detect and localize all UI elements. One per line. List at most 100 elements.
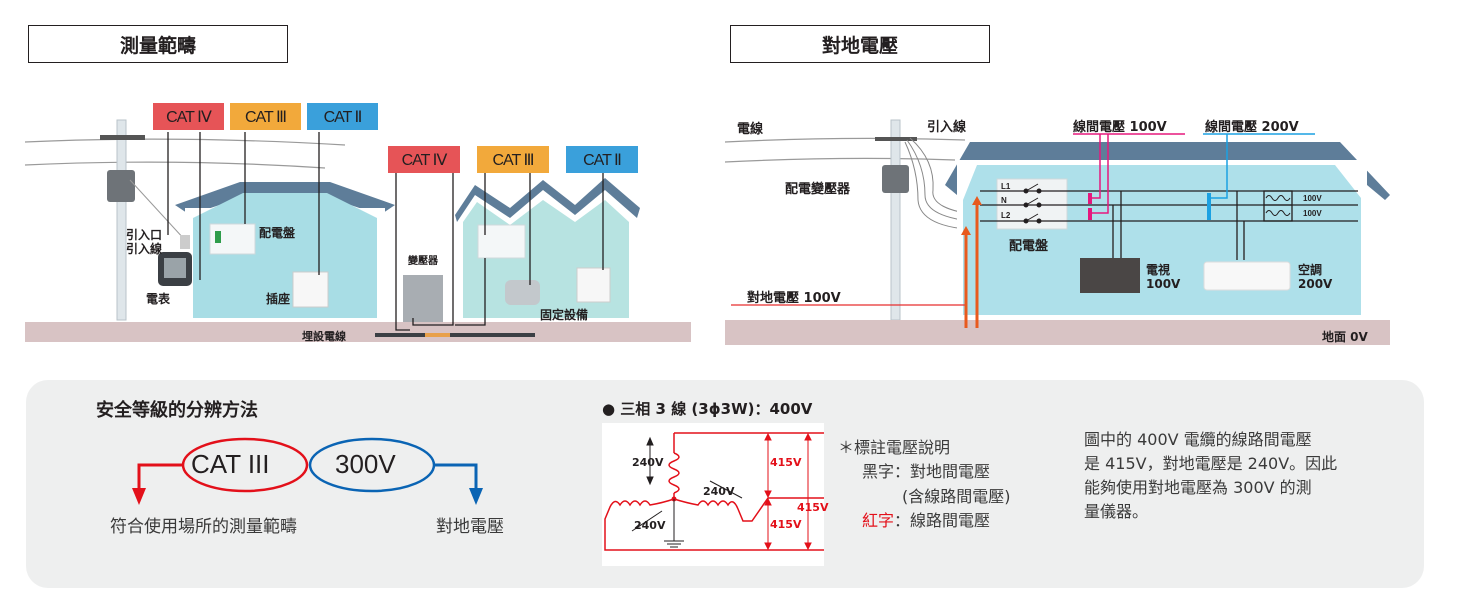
explanation-line-2: 是 415V，對地電壓是 240V。因此 [1084,454,1338,473]
house-category-leaders [167,132,320,280]
ground-voltage-drawing [724,119,1390,345]
pole-transformer-label: 配電變壓器 [785,182,851,197]
service-drop-wire-1 [909,137,981,216]
tv-icon [1080,258,1140,293]
service-drop-wire [129,179,186,241]
ground-voltage-title: 對地電壓 [730,25,990,63]
power-line-lower [724,157,956,163]
line-voltage-full: 415V [797,501,829,514]
factory-cat4-leader-a [395,172,410,331]
measurement-category-title: 測量範疇 [28,25,288,63]
legend-black: 黑字：對地間電壓 [862,462,991,481]
coil-vertical [668,452,680,494]
winding-1-voltage: 100V [1303,194,1322,203]
ac-voltage-label: 200V [1298,277,1333,291]
power-line-upper [24,138,346,146]
motor [505,280,540,305]
line-voltage-100-leaders [1073,133,1185,214]
house-roof [945,142,1390,200]
service-entrance-head [180,235,190,249]
coil-left-and-bottom [604,498,824,551]
cat-arrow-line [137,463,183,490]
circuit-wires [604,432,824,551]
house-roof [175,182,395,215]
voltage-meaning-text: 對地電壓 [436,517,504,537]
cat-arrow-head [132,488,146,505]
breaker-switches [1023,183,1042,224]
circuit-drawing [604,432,824,551]
factory-cat4-label: CAT Ⅳ [401,151,448,169]
buried-cable [375,333,535,337]
house-cat2-label: CAT Ⅱ [323,108,363,126]
phase-L1-label: L1 [1001,182,1011,191]
measurement-category-illustration: CAT Ⅳ CAT Ⅲ CAT Ⅱ CAT Ⅳ CAT Ⅲ CAT Ⅱ 引入口 … [24,90,691,345]
line-voltage-100-label: 線間電壓 100V [1073,120,1167,135]
measurement-category-drawing [24,119,691,342]
winding-box [1263,190,1293,222]
factory-distribution-board [477,224,526,259]
ground-strip [25,322,691,342]
factory-cat3-leader-a [455,172,486,326]
bus-lines [980,190,1358,275]
measurement-category-title-text: 測量範疇 [119,34,196,57]
service-entrance-label: 引入口 [126,228,163,242]
line-voltage-200-leader [1203,133,1315,199]
explanation-line-3: 能夠使用對地電壓為 300V 的測 [1084,478,1312,497]
legend-black-note: (含線路間電壓) [902,487,1011,506]
voltage-arrow-line [434,463,478,490]
line-arrows [764,432,812,551]
tv-name-label: 電視 [1146,263,1171,277]
cat-meaning-text: 符合使用場所的測量範疇 [110,517,297,537]
explanation-line-1: 圖中的 400V 電纜的線路間電壓 [1084,430,1312,449]
line-voltage-200-label: 線間電壓 200V [1205,120,1299,135]
pole-transformer [107,170,135,202]
utility-pole [890,119,901,321]
house-cat3-badge: CAT Ⅲ [230,103,301,130]
service-drop-label: 引入線 [126,242,163,256]
factory-cat4-badge: CAT Ⅳ [388,146,460,173]
ac-name-label: 空調 [1298,263,1323,277]
factory-category-leaders [395,172,604,331]
legend-red: 紅字：線路間電壓 [862,509,990,532]
house-cat4-badge: CAT Ⅳ [153,103,224,130]
factory-cat3-badge: CAT Ⅲ [477,146,549,173]
ground-strip [725,320,1390,345]
explanation-line-4: 量儀器。 [1084,502,1149,521]
distribution-board-label: 配電盤 [1009,239,1049,254]
house-cat3-label: CAT Ⅲ [245,108,287,126]
neutral-label: N [1001,196,1007,205]
phase-arrows [631,436,743,532]
three-phase-circuit: 240V 240V 240V 415V 415V 415V [602,423,828,566]
factory-cat2-badge: CAT Ⅱ [566,146,638,173]
three-phase-title: ● 三相 3 線 (3ϕ3W)：400V [602,400,813,418]
power-line-lower [24,161,326,169]
phase-voltage-right: 240V [703,485,735,498]
service-drop-wire-3 [904,141,981,231]
power-line-upper [724,137,966,143]
winding-2-voltage: 100V [1303,209,1322,218]
ground-voltage-title-text: 對地電壓 [821,34,898,57]
outlet-label: 插座 [266,292,291,306]
house-cat2-badge: CAT Ⅱ [307,103,378,130]
safety-rating-title: 安全等級的分辨方法 [96,400,258,421]
utility-pole [116,119,127,321]
factory-cat4-leader-b [412,172,454,326]
fixed-equipment-label: 固定設備 [540,308,589,322]
phase-voltage-vertical: 240V [632,456,664,469]
winding-1-icon [1265,195,1291,201]
line-voltage-upper: 415V [770,456,802,469]
rating-diagram [132,437,483,505]
ground-voltage-illustration: 電線 引入線 配電變壓器 線間電壓 100V 線間電壓 200V L1 N L2… [724,100,1390,345]
pole-crossarm [875,137,917,141]
line-voltage-lower: 415V [770,518,802,531]
factory-roof [455,178,640,222]
ground-zero-label: 地面 0V [1322,330,1368,344]
air-conditioner-icon [1203,261,1291,291]
voltage-arrow-head [469,488,483,505]
phase-L2-label: L2 [1001,211,1011,220]
service-drop-label: 引入線 [927,120,967,135]
house-board-label: 配電盤 [259,226,296,240]
factory-cat2-label: CAT Ⅱ [583,151,622,169]
pole-transformer [882,165,909,193]
phase-voltage-left: 240V [634,519,666,532]
